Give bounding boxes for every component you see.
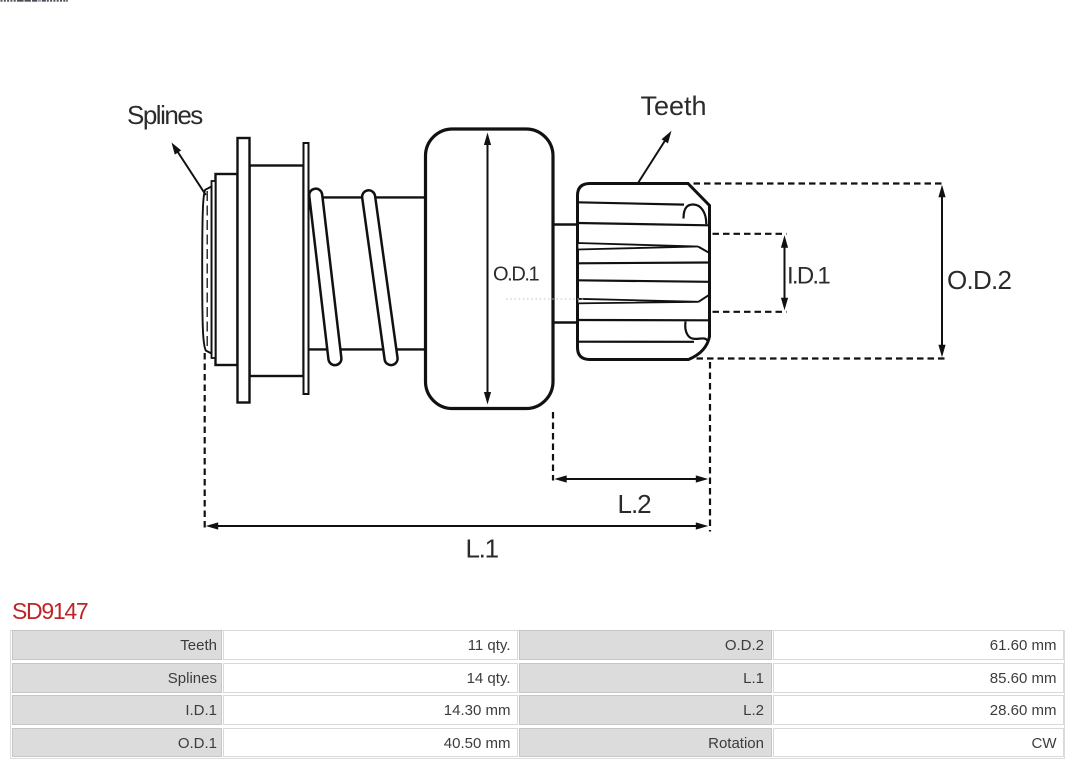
- svg-text:O.D.2: O.D.2: [947, 265, 1011, 295]
- svg-text:L.2: L.2: [618, 489, 652, 519]
- svg-text:L.1: L.1: [466, 534, 499, 564]
- svg-text:I.D.1: I.D.1: [787, 263, 830, 290]
- svg-text:Splines: Splines: [127, 100, 203, 130]
- svg-text:Teeth: Teeth: [641, 91, 707, 121]
- svg-text:O.D.1: O.D.1: [493, 263, 540, 285]
